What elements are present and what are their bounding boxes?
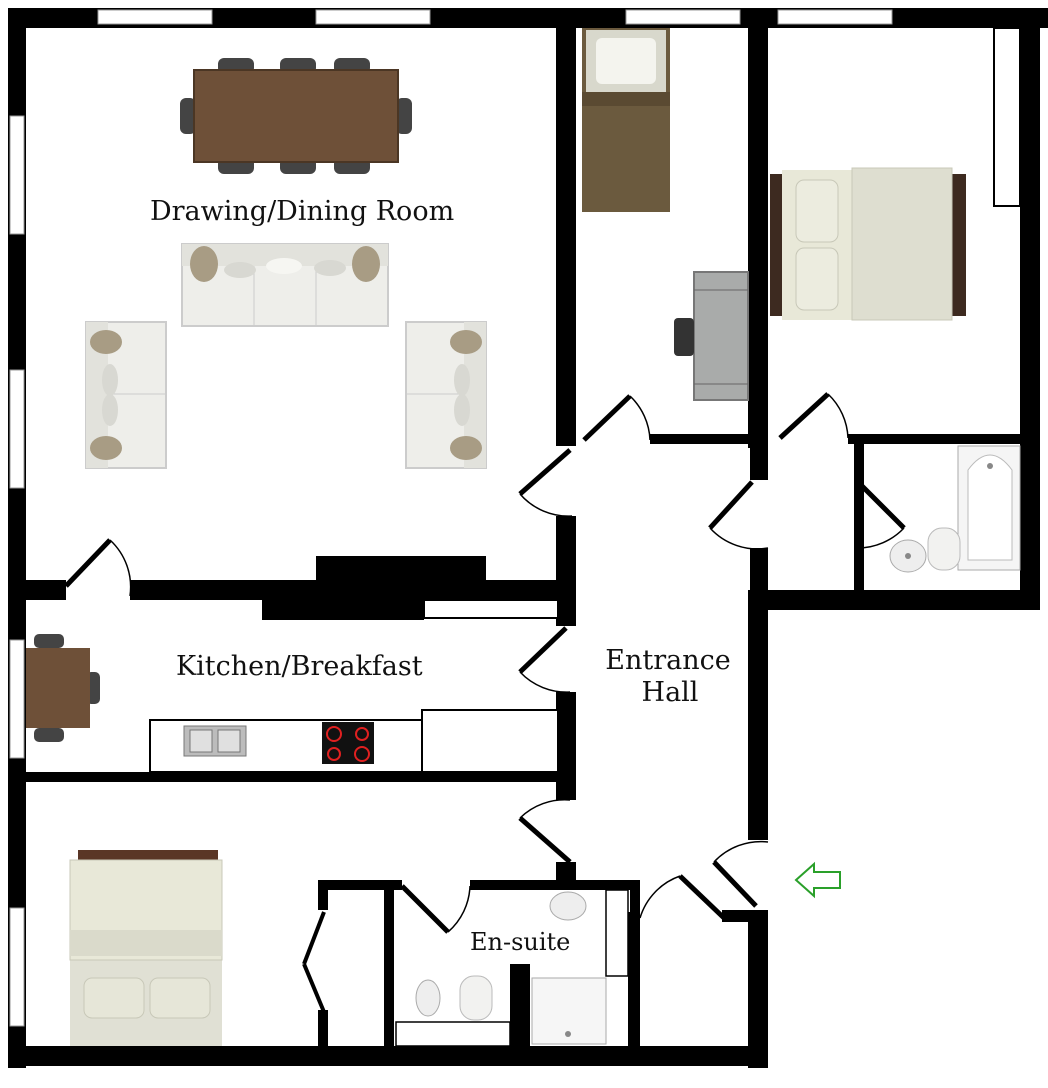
wardrobe bbox=[993, 27, 1021, 207]
doors bbox=[64, 392, 906, 1013]
walls bbox=[8, 8, 1048, 1068]
room-label-ensuite: En-suite bbox=[470, 928, 570, 956]
room-label-entrance-line1: Entrance bbox=[605, 645, 730, 676]
ensuite-fixtures bbox=[395, 889, 629, 1047]
toilet-icon bbox=[927, 527, 961, 571]
room-label-entrance-line2: Hall bbox=[642, 677, 699, 708]
door-wardrobe-bed3[interactable] bbox=[302, 911, 326, 1013]
sofa-top bbox=[181, 243, 389, 327]
chair-icon bbox=[674, 318, 694, 356]
door-drawing-hall[interactable] bbox=[518, 448, 573, 517]
door-entrance[interactable] bbox=[712, 840, 769, 908]
sink-icon bbox=[183, 725, 247, 757]
sink-icon bbox=[549, 891, 587, 921]
desk bbox=[674, 271, 749, 401]
breakfast-table bbox=[26, 634, 100, 742]
dining-table bbox=[180, 58, 412, 174]
door-bedroom2[interactable] bbox=[778, 392, 849, 440]
door-kitchen-hall[interactable] bbox=[518, 626, 571, 693]
entry-arrow-icon bbox=[794, 861, 841, 899]
door-bedroom1[interactable] bbox=[582, 394, 651, 442]
room-label-drawing-dining: Drawing/Dining Room bbox=[150, 196, 454, 227]
sofa-left bbox=[85, 321, 167, 469]
hob-icon bbox=[322, 722, 374, 764]
door-bathroom[interactable] bbox=[708, 480, 906, 550]
door-drawing-kitchen[interactable] bbox=[64, 538, 132, 597]
single-bed bbox=[582, 28, 670, 212]
door-ensuite[interactable] bbox=[400, 884, 471, 934]
door-bedroom3-hall[interactable] bbox=[518, 799, 572, 864]
double-bed-3 bbox=[69, 850, 223, 1046]
bathroom-fixtures bbox=[889, 445, 1021, 573]
bath-icon bbox=[957, 445, 1021, 571]
shower-tray-icon bbox=[531, 977, 607, 1045]
door-cupboard[interactable] bbox=[639, 874, 726, 920]
sink-icon bbox=[889, 539, 927, 573]
room-label-kitchen: Kitchen/Breakfast bbox=[176, 651, 423, 682]
windows bbox=[9, 9, 893, 1027]
double-bed-2 bbox=[770, 167, 966, 321]
kitchen-fixtures bbox=[26, 599, 559, 773]
sink-icon bbox=[415, 979, 441, 1017]
sofa-right bbox=[405, 321, 487, 469]
toilet-icon bbox=[459, 975, 493, 1021]
